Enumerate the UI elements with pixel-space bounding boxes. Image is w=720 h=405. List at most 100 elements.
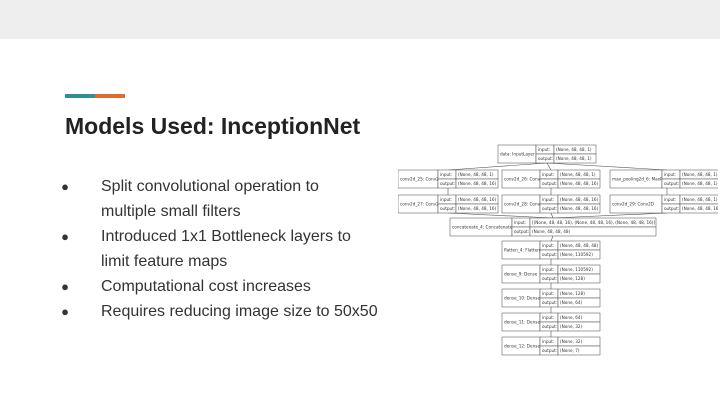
input-label: input: <box>440 197 452 202</box>
layer-name: conv2d_28: Conv2D <box>504 202 546 207</box>
output-shape: (None, 7) <box>560 348 580 353</box>
shape-box <box>679 203 718 214</box>
bullet-item: ● Requires reducing image size to 50x50 <box>58 299 378 324</box>
output-shape: (None, 48, 48, 48) <box>532 229 571 234</box>
input-shape: (None, 110592) <box>560 267 593 272</box>
input-label: input: <box>440 172 452 177</box>
graph-edge <box>546 162 552 171</box>
bullet-dot-icon: ● <box>61 229 69 244</box>
input-shape: (None, 48, 48, 16) <box>458 197 497 202</box>
shape-box <box>557 203 601 214</box>
shape-box <box>455 178 499 189</box>
output-shape: (None, 110592) <box>560 252 593 257</box>
shape-box <box>679 178 718 189</box>
input-shape: [(None, 48, 48, 16), (None, 48, 48, 16),… <box>532 220 655 225</box>
input-label: input: <box>664 197 676 202</box>
output-label: output: <box>542 252 557 257</box>
input-shape: (None, 48, 48, 1) <box>682 172 718 177</box>
input-shape: (None, 48, 48, 1) <box>458 172 494 177</box>
input-label: input: <box>538 147 550 152</box>
shape-box <box>529 226 657 237</box>
layer-name: conv2d_29: Conv2D <box>612 202 654 207</box>
graph-edge <box>550 235 554 242</box>
bullet-text: Requires reducing image size to 50x50 <box>101 303 378 320</box>
shape-box <box>557 297 601 308</box>
bullet-item: ● Introduced 1x1 Bottleneck layers to li… <box>58 224 378 274</box>
output-shape: (None, 48, 48, 1) <box>682 181 718 186</box>
output-label: output: <box>440 181 455 186</box>
layer-name: concatenate_4: Concatenate <box>452 225 513 230</box>
output-shape: (None, 48, 48, 16) <box>560 181 599 186</box>
input-shape: (None, 48, 48, 1) <box>682 197 718 202</box>
shape-box <box>455 203 499 214</box>
shape-box <box>557 249 601 260</box>
output-label: output: <box>542 324 557 329</box>
output-label: output: <box>514 229 529 234</box>
output-shape: (None, 128) <box>560 276 585 281</box>
output-label: output: <box>542 300 557 305</box>
output-label: output: <box>538 156 553 161</box>
shape-box <box>557 273 601 284</box>
layer-name: conv2d_27: Conv2D <box>400 202 442 207</box>
output-label: output: <box>440 206 455 211</box>
input-label: input: <box>542 267 554 272</box>
input-shape: (None, 48, 48, 48) <box>560 243 599 248</box>
output-shape: (None, 48, 48, 16) <box>458 206 497 211</box>
output-label: output: <box>542 206 557 211</box>
graph-edge <box>447 162 548 171</box>
bullet-text: Introduced 1x1 Bottleneck layers to limi… <box>101 228 351 270</box>
output-shape: (None, 48, 48, 16) <box>560 206 599 211</box>
output-shape: (None, 48, 48, 1) <box>556 156 592 161</box>
input-label: input: <box>542 315 554 320</box>
layer-name: max_pooling2d_6: MaxPooling2D <box>612 177 681 182</box>
shape-box <box>553 153 597 164</box>
input-label: input: <box>542 172 554 177</box>
input-shape: (None, 32) <box>560 339 583 344</box>
shape-box <box>557 321 601 332</box>
input-label: input: <box>514 220 526 225</box>
layer-name: dense_11: Dense <box>504 320 540 325</box>
output-shape: (None, 48, 48, 16) <box>458 181 497 186</box>
layer-name: dense_10: Dense <box>504 296 540 301</box>
input-shape: (None, 48, 48, 16) <box>560 197 599 202</box>
layer-name: data: InputLayer <box>500 152 535 157</box>
input-label: input: <box>542 339 554 344</box>
bullet-item: ● Computational cost increases <box>58 274 378 299</box>
graph-edge <box>546 162 668 171</box>
layer-name: dense_9: Dense <box>504 272 538 277</box>
layer-name: dense_12: Dense <box>504 344 540 349</box>
input-shape: (None, 64) <box>560 315 583 320</box>
title-accent-bar-orange <box>95 94 125 98</box>
output-label: output: <box>542 276 557 281</box>
graph-edge <box>550 212 554 219</box>
output-label: output: <box>664 206 679 211</box>
output-shape: (None, 48, 48, 16) <box>682 206 718 211</box>
output-shape: (None, 64) <box>560 300 583 305</box>
input-shape: (None, 128) <box>560 291 585 296</box>
top-bar <box>0 0 720 39</box>
output-label: output: <box>664 181 679 186</box>
bullet-dot-icon: ● <box>61 179 69 194</box>
title-accent-bar-teal <box>65 94 95 98</box>
layer-name: conv2d_25: Conv2D <box>400 177 442 182</box>
bullet-dot-icon: ● <box>61 279 69 294</box>
shape-box <box>557 178 601 189</box>
input-label: input: <box>542 243 554 248</box>
bullet-item: ● Split convolutional operation to multi… <box>58 174 378 224</box>
output-label: output: <box>542 348 557 353</box>
slide-title: Models Used: InceptionNet <box>65 113 361 139</box>
bullet-text: Computational cost increases <box>101 278 311 295</box>
output-shape: (None, 32) <box>560 324 583 329</box>
input-label: input: <box>542 291 554 296</box>
layer-name: conv2d_26: Conv2D <box>504 177 546 182</box>
bullet-list: ● Split convolutional operation to multi… <box>58 174 378 324</box>
graph-edge <box>552 212 668 219</box>
bullet-text: Split convolutional operation to multipl… <box>101 178 319 220</box>
input-label: input: <box>542 197 554 202</box>
bullet-dot-icon: ● <box>61 304 69 319</box>
layer-name: flatten_4: Flatten <box>504 248 540 253</box>
output-label: output: <box>542 181 557 186</box>
input-shape: (None, 48, 48, 1) <box>560 172 596 177</box>
